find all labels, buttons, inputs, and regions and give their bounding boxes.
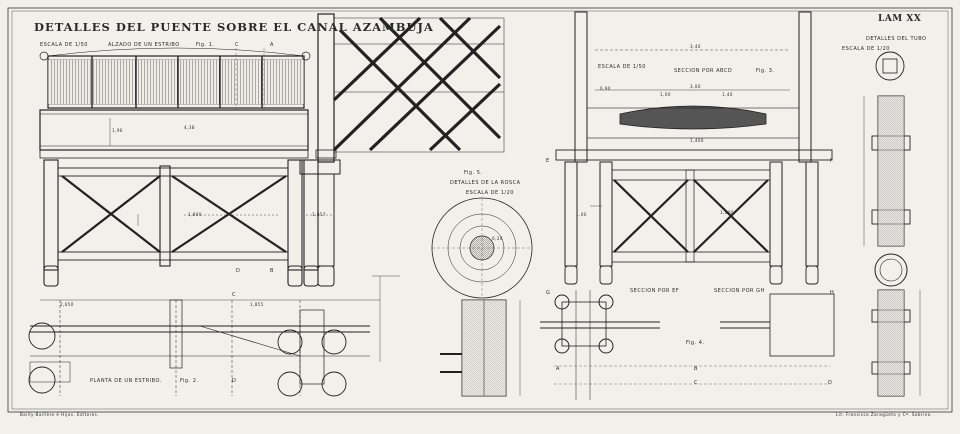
dimension-label: 1,400 xyxy=(690,138,704,143)
dimension-label: 1,00 xyxy=(660,92,671,97)
tube-detail-caption: DETALLES DEL TUBO xyxy=(866,36,927,42)
section-abcd-caption: SECCION POR ABCD xyxy=(674,68,733,74)
lithographer-credit: Lit. Francisco Zaragüeta y Cª. Sobrino. xyxy=(836,412,933,417)
dimension-label: 1,00 xyxy=(576,212,587,217)
scale-label-fig3: ESCALA DE 1/50 xyxy=(598,64,646,70)
letter-d: D xyxy=(236,268,241,274)
scale-label-fig1: ESCALA DE 1/50 xyxy=(40,42,88,48)
dimension-label: 1,96 xyxy=(112,128,123,133)
plan-caption: PLANTA DE UN ESTRIBO. xyxy=(90,378,162,384)
letter-h: H xyxy=(830,290,835,296)
dimension-label: 3,40 xyxy=(690,44,701,49)
letter-b: B xyxy=(270,268,274,274)
sheet-frame xyxy=(7,7,953,413)
fig4-sections xyxy=(540,290,835,400)
letter-d-section: D xyxy=(828,380,833,386)
fig1-caption: Fig. 1. xyxy=(196,42,215,48)
dimension-label: 1,800 xyxy=(720,210,734,215)
fig2-plan xyxy=(28,275,400,397)
letter-a-section: A xyxy=(556,366,560,372)
letter-g: G xyxy=(546,290,551,296)
fig2-caption: Fig. 2. xyxy=(180,378,199,384)
section-gh-caption: SECCION POR GH xyxy=(714,288,765,294)
letter-c: C xyxy=(235,42,239,48)
letter-b-section: B xyxy=(694,366,698,372)
dimension-label: 3,00 xyxy=(690,84,701,89)
letter-a: A xyxy=(270,42,274,48)
fig3-caption: Fig. 3. xyxy=(756,68,775,74)
fig3-section xyxy=(555,11,833,285)
thread-scale-label: ESCALA DE 1/20 xyxy=(466,190,514,196)
elevation-caption: ALZADO DE UN ESTRIBO xyxy=(108,42,180,48)
dimension-label: 0,20 xyxy=(492,236,503,241)
section-ef-caption: SECCION POR EF xyxy=(630,288,680,294)
piers xyxy=(43,159,319,287)
dimension-label: 4,38 xyxy=(184,125,195,130)
letter-c-section: C xyxy=(694,380,698,386)
thread-detail-caption: DETALLES DE LA ROSCA xyxy=(450,180,521,186)
plan-circles xyxy=(28,322,347,397)
letter-c-plan: C xyxy=(232,292,236,298)
sheet-title: DETALLES DEL PUENTE SOBRE EL CANAL AZAMB… xyxy=(34,20,434,34)
letter-f: F xyxy=(830,158,834,164)
dimension-label: 1,855 xyxy=(250,302,264,307)
dimension-label: 1,800 xyxy=(188,212,202,217)
fig5-thread-detail xyxy=(431,197,533,397)
tube-detail xyxy=(863,51,921,397)
lattice-detail xyxy=(315,13,505,163)
fig1-elevation xyxy=(39,47,341,287)
dimension-label: 1,40 xyxy=(722,92,733,97)
fig5-caption: Fig. 5. xyxy=(464,170,483,176)
dimension-label: 0,90 xyxy=(600,86,611,91)
cross-bracing xyxy=(61,175,287,253)
tube-scale-label: ESCALA DE 1/20 xyxy=(842,46,890,52)
plate-number: LAM XX xyxy=(878,14,922,24)
letter-e: E xyxy=(546,158,550,164)
fig4-caption: Fig. 4. xyxy=(686,340,705,346)
dimension-label: 1,857 xyxy=(312,212,326,217)
dimension-label: 2,650 xyxy=(60,302,74,307)
publisher-credit: Bailly-Baillère é Hijos. Editores. xyxy=(20,412,100,417)
letter-d-plan: D xyxy=(232,378,237,384)
